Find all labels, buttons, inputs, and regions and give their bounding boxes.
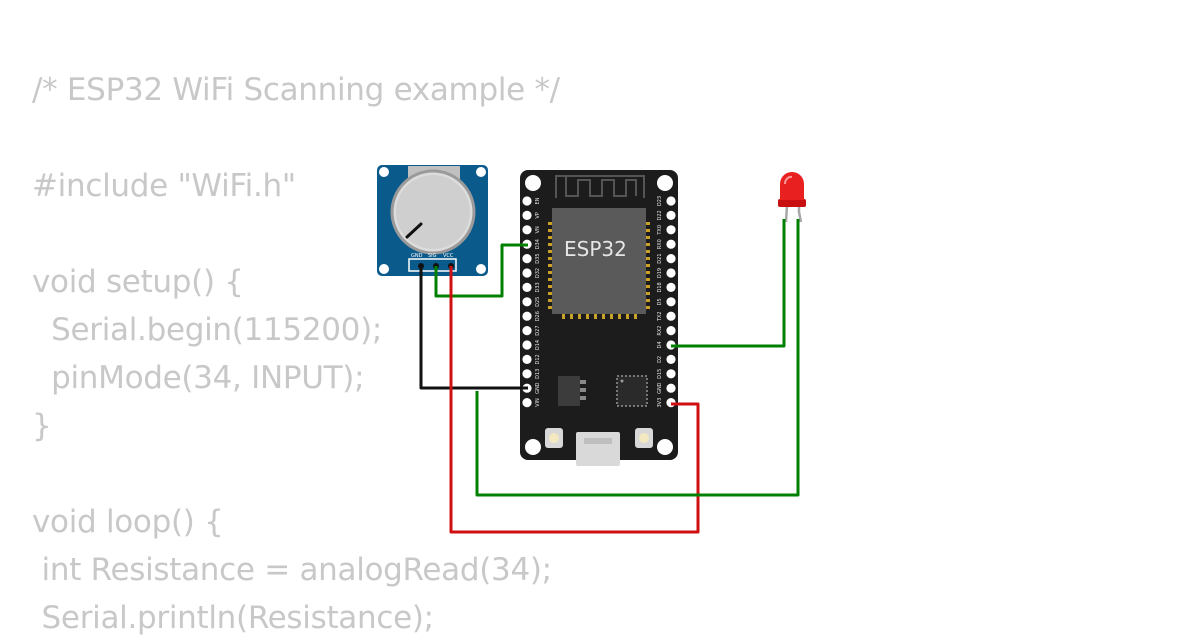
code-listing: /* ESP32 WiFi Scanning example */ #includ…: [32, 66, 560, 642]
code-line: }: [32, 408, 52, 444]
left-header-pin-11[interactable]: [522, 354, 532, 364]
right-pin-label: D23: [657, 196, 663, 206]
left-pin-label: D25: [535, 297, 541, 307]
esp32-module: [552, 208, 646, 314]
left-header-pin-1[interactable]: [522, 210, 532, 220]
right-header-pin-5[interactable]: [666, 268, 676, 278]
right-pin-label: D2: [657, 356, 663, 363]
left-pin-label: VP: [535, 212, 541, 218]
pot-pin-sig-label: SIG: [428, 253, 437, 259]
right-header-pin-9[interactable]: [666, 326, 676, 336]
left-header-pin-14[interactable]: [522, 398, 532, 408]
right-header-pins: [666, 196, 676, 408]
voltage-regulator: [558, 376, 580, 406]
left-pin-label: D27: [535, 325, 541, 335]
knob-indicator: [405, 222, 423, 239]
micro-usb-port: [576, 432, 620, 466]
left-header-pin-5[interactable]: [522, 268, 532, 278]
code-line: /* ESP32 WiFi Scanning example */: [32, 72, 560, 108]
left-header-pin-0[interactable]: [522, 196, 532, 206]
right-pin-label: TX0: [657, 225, 663, 236]
boot-button[interactable]: [635, 428, 653, 448]
right-pin-label: D19: [657, 268, 663, 278]
code-line: int Resistance = analogRead(34);: [32, 552, 553, 588]
pot-pin-gnd-label: GND: [411, 253, 423, 259]
right-header-pin-8[interactable]: [666, 311, 676, 321]
left-header-pin-8[interactable]: [522, 311, 532, 321]
left-pin-label: D12: [535, 354, 541, 364]
module-pins: [548, 222, 650, 319]
right-header-pin-12[interactable]: [666, 369, 676, 379]
right-pin-label: 3V3: [657, 398, 663, 408]
left-header-pin-4[interactable]: [522, 254, 532, 264]
right-header-pin-2[interactable]: [666, 225, 676, 235]
right-header-pin-3[interactable]: [666, 239, 676, 249]
left-pin-label: D35: [535, 253, 541, 263]
left-header-pin-2[interactable]: [522, 225, 532, 235]
wire-led-anode-green: [671, 219, 786, 348]
left-pin-label: EN: [535, 197, 541, 204]
right-pin-label: D4: [657, 341, 663, 348]
right-header-pin-6[interactable]: [666, 282, 676, 292]
right-header-pin-11[interactable]: [666, 354, 676, 364]
right-header-pin-0[interactable]: [666, 196, 676, 206]
code-line: void loop() {: [32, 504, 224, 540]
right-pin-label: TX2: [657, 311, 663, 322]
left-header-pin-7[interactable]: [522, 297, 532, 307]
right-pin-label: RX2: [657, 326, 663, 336]
code-line: Serial.begin(115200);: [32, 312, 383, 348]
pot-pin-vcc-label: VCC: [443, 253, 454, 259]
left-header-pin-6[interactable]: [522, 282, 532, 292]
right-pin-label: D21: [657, 253, 663, 263]
potentiometer[interactable]: GND SIG VCC: [377, 165, 488, 276]
wire-ground-black: [419, 266, 528, 390]
left-pin-label: D34: [535, 239, 541, 249]
red-led[interactable]: [778, 172, 806, 223]
right-pin-label: D22: [657, 210, 663, 220]
wires: [419, 219, 800, 534]
left-header-pin-12[interactable]: [522, 369, 532, 379]
right-pin-label: D5: [657, 298, 663, 305]
right-pin-label: D18: [657, 282, 663, 292]
left-pin-label: D32: [535, 268, 541, 278]
en-button[interactable]: [545, 428, 563, 448]
antenna-trace: [555, 175, 645, 198]
potentiometer-pin-header: [408, 258, 457, 272]
left-header-pins: [522, 196, 532, 408]
right-header-pin-4[interactable]: [666, 254, 676, 264]
left-header-pin-9[interactable]: [522, 326, 532, 336]
left-pin-label: D26: [535, 311, 541, 321]
left-pin-label: D14: [535, 340, 541, 350]
left-pin-label: VN: [535, 226, 541, 233]
right-pin-label: GND: [657, 382, 663, 394]
usb-chip: [616, 375, 648, 407]
esp32-board[interactable]: ESP32 ENVPVND34D35D32D33D25D26D27D14D12D…: [520, 170, 678, 466]
left-pin-label: GND: [535, 382, 541, 394]
left-pin-label: VIN: [535, 398, 541, 407]
left-pin-label: D33: [535, 282, 541, 292]
right-header-pin-13[interactable]: [666, 383, 676, 393]
code-line: #include "WiFi.h": [32, 168, 296, 204]
right-pin-label: RX0: [657, 239, 663, 249]
left-pin-label: D13: [535, 369, 541, 379]
code-line: void setup() {: [32, 264, 244, 300]
wire-led-cathode-green: [475, 219, 800, 497]
chip-label: ESP32: [564, 237, 627, 261]
wire-signal-green: [434, 243, 528, 298]
right-header-pin-7[interactable]: [666, 297, 676, 307]
right-header-pin-1[interactable]: [666, 210, 676, 220]
right-pin-label: D15: [657, 369, 663, 379]
left-header-pin-10[interactable]: [522, 340, 532, 350]
code-line: pinMode(34, INPUT);: [32, 360, 365, 396]
wire-vcc-red: [449, 266, 700, 534]
